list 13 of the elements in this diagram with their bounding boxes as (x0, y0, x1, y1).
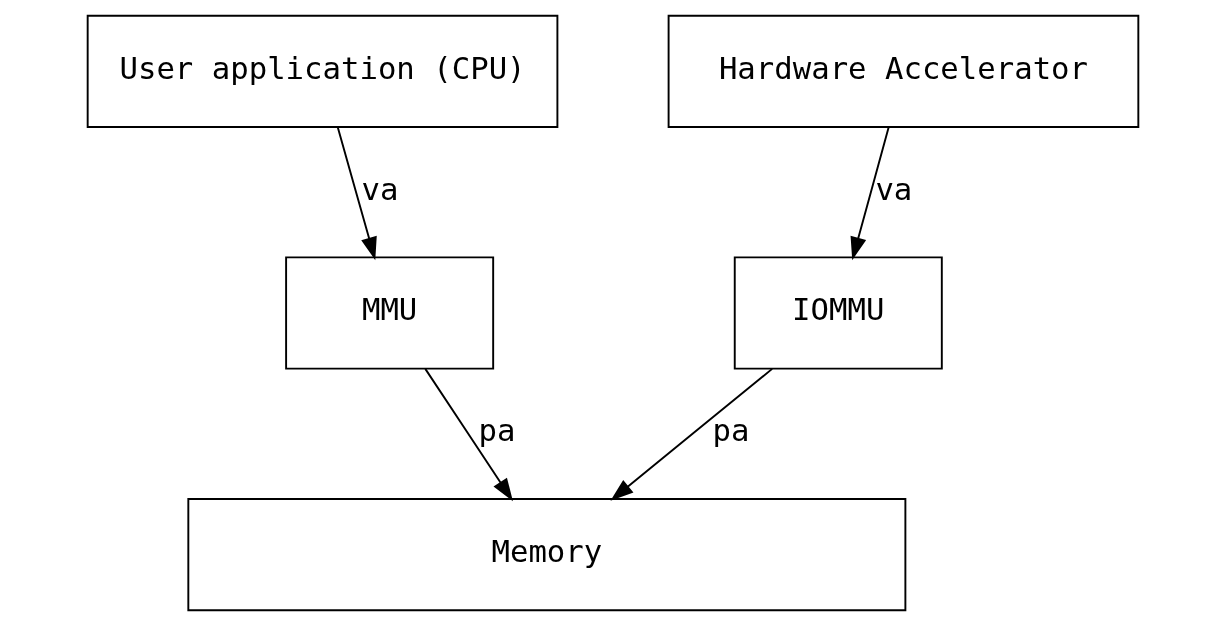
node-box: Hardware Accelerator (667, 14, 1140, 128)
edge-label: pa (712, 413, 750, 449)
node-box: IOMMU (733, 256, 943, 370)
arrow (424, 367, 513, 502)
node-box: Memory (187, 498, 907, 612)
node-box: MMU (285, 256, 495, 370)
node-box: User application (CPU) (86, 14, 559, 128)
arrow (336, 126, 377, 261)
edge-label: va (875, 171, 913, 207)
edge-label: pa (478, 413, 516, 449)
arrow (850, 126, 890, 261)
arrow (610, 367, 774, 501)
edge-label: va (361, 171, 399, 207)
